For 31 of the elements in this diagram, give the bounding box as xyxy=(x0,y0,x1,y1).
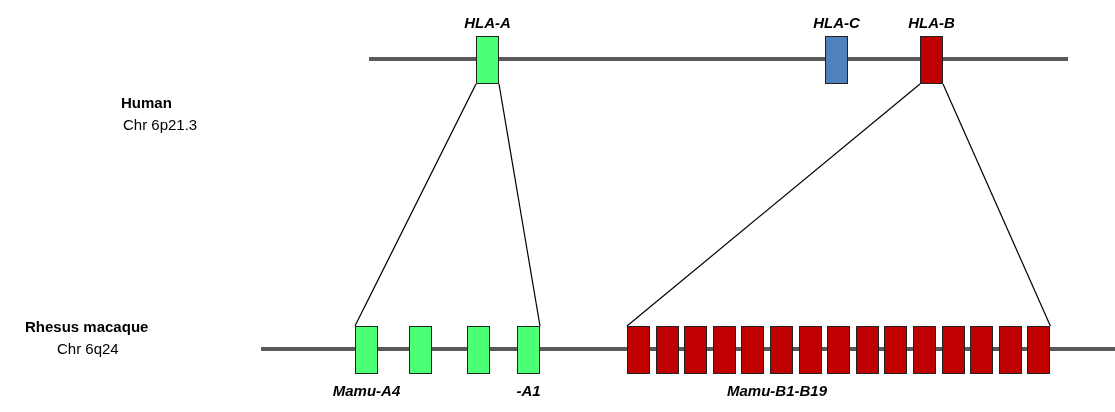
gene-box xyxy=(941,326,965,374)
gene-box xyxy=(627,326,650,374)
connector-line xyxy=(942,83,1051,327)
chromosome-label: Chr 6q24 xyxy=(57,340,119,358)
chromosome-label: Chr 6p21.3 xyxy=(123,116,198,134)
gene-box xyxy=(467,326,490,374)
gene-box xyxy=(998,326,1022,374)
connector-line xyxy=(354,83,477,327)
gene-label: Mamu-A4 xyxy=(332,382,401,400)
gene-box xyxy=(913,326,936,374)
connector-line xyxy=(498,83,541,327)
gene-box xyxy=(884,326,908,374)
gene-box xyxy=(798,326,822,374)
gene-box xyxy=(1027,326,1051,374)
species-label: Human xyxy=(121,94,172,112)
gene-box xyxy=(712,326,736,374)
connector-line xyxy=(626,83,921,327)
gene-label: HLA-B xyxy=(908,14,955,32)
gene-box xyxy=(409,326,432,374)
gene-box xyxy=(855,326,879,374)
gene-box xyxy=(827,326,851,374)
gene-box xyxy=(741,326,765,374)
gene-group-label: Mamu-B1-B19 xyxy=(727,382,828,400)
gene-box xyxy=(770,326,793,374)
gene-box xyxy=(684,326,708,374)
species-label: Rhesus macaque xyxy=(25,318,149,336)
gene-label: HLA-C xyxy=(813,14,860,32)
gene-box xyxy=(970,326,994,374)
gene-label: HLA-A xyxy=(464,14,511,32)
gene-box xyxy=(655,326,679,374)
gene-label: -A1 xyxy=(516,382,541,400)
